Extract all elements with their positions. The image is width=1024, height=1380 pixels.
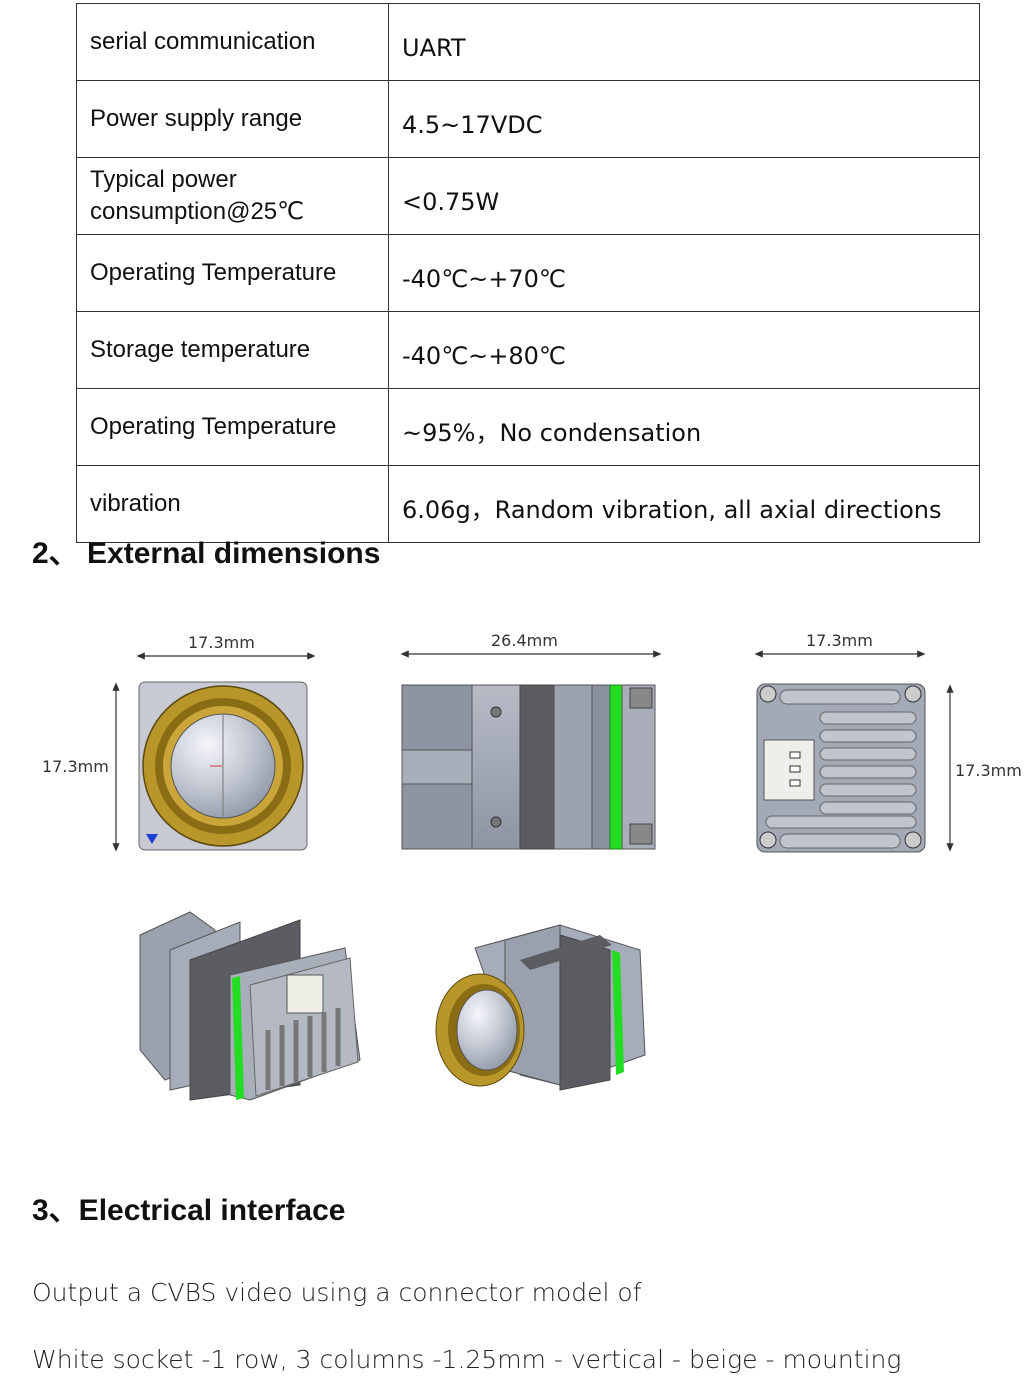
spec-value: -40℃~+70℃ — [388, 234, 980, 312]
isometric-view-front — [435, 924, 646, 1091]
side-view-drawing — [401, 684, 656, 850]
spec-key: Operating Temperature — [76, 388, 389, 466]
front-width-label: 17.3mm — [188, 633, 255, 652]
section-heading-electrical: 3、Electrical interface — [32, 1194, 346, 1227]
spec-key: Operating Temperature — [76, 234, 389, 312]
spec-key: Power supply range — [76, 80, 389, 158]
spec-value: <0.75W — [388, 157, 980, 235]
table-row: Operating Temperature ~95%，No condensati… — [76, 388, 980, 466]
table-row: Operating Temperature -40℃~+70℃ — [76, 234, 980, 312]
isometric-view-back — [139, 911, 361, 1101]
spec-value: -40℃~+80℃ — [388, 311, 980, 389]
table-row: vibration 6.06g，Random vibration, all ax… — [76, 465, 980, 543]
spec-key: Storage temperature — [76, 311, 389, 389]
back-width-label: 17.3mm — [806, 631, 873, 650]
table-row: Typical power consumption@25℃ <0.75W — [76, 157, 980, 235]
paragraph-connector: Output a CVBS video using a connector mo… — [32, 1278, 642, 1307]
spec-value: UART — [388, 3, 980, 81]
spec-table: serial communication UART Power supply r… — [76, 3, 980, 543]
side-length-label: 26.4mm — [491, 631, 558, 650]
spec-value: ~95%，No condensation — [388, 388, 980, 466]
spec-key: serial communication — [76, 3, 389, 81]
table-row: Storage temperature -40℃~+80℃ — [76, 311, 980, 389]
back-height-label: 17.3mm — [955, 761, 1022, 780]
table-row: serial communication UART — [76, 3, 980, 81]
back-view-drawing — [756, 683, 926, 853]
spec-value: 6.06g，Random vibration, all axial direct… — [388, 465, 980, 543]
spec-key: vibration — [76, 465, 389, 543]
paragraph-socket-spec: White socket -1 row, 3 columns -1.25mm -… — [32, 1345, 902, 1374]
spec-key-text: Typical power consumption@25℃ — [90, 166, 305, 225]
front-view-drawing — [138, 681, 308, 851]
section-heading-dimensions: 2、 External dimensions — [32, 537, 381, 570]
front-height-label: 17.3mm — [42, 757, 109, 776]
